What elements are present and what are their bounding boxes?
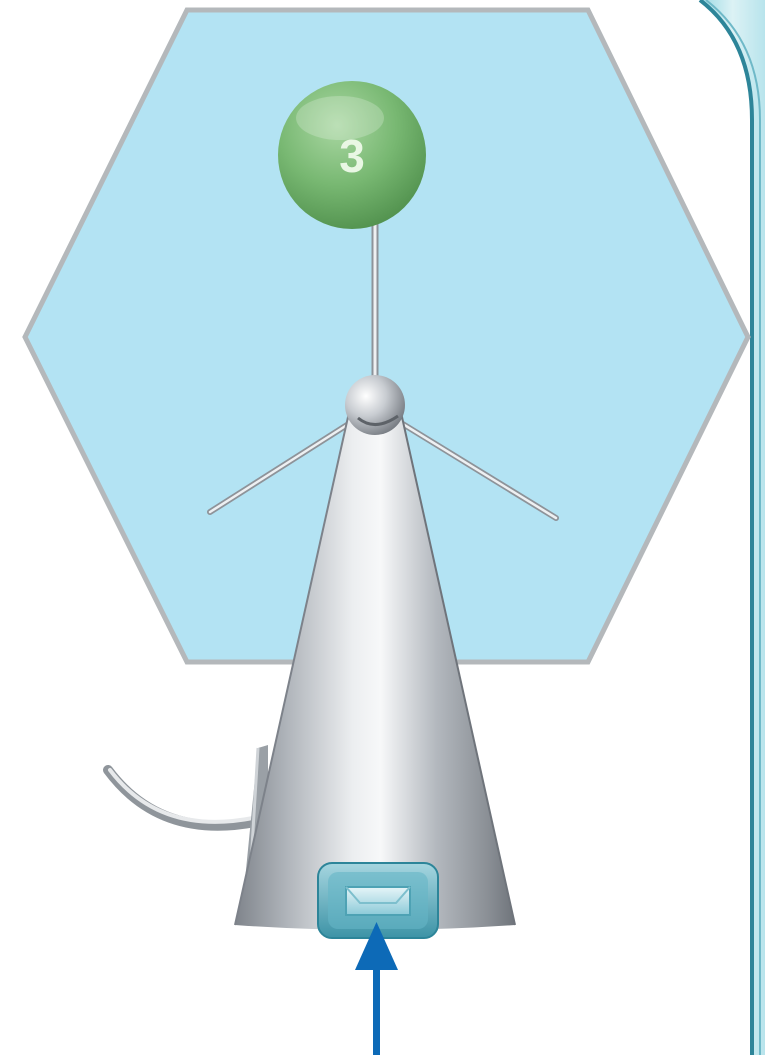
up-arrow-icon bbox=[355, 922, 398, 1055]
side-panel bbox=[700, 0, 765, 1055]
step-number: 3 bbox=[339, 130, 365, 182]
step-badge: 3 bbox=[278, 81, 426, 229]
